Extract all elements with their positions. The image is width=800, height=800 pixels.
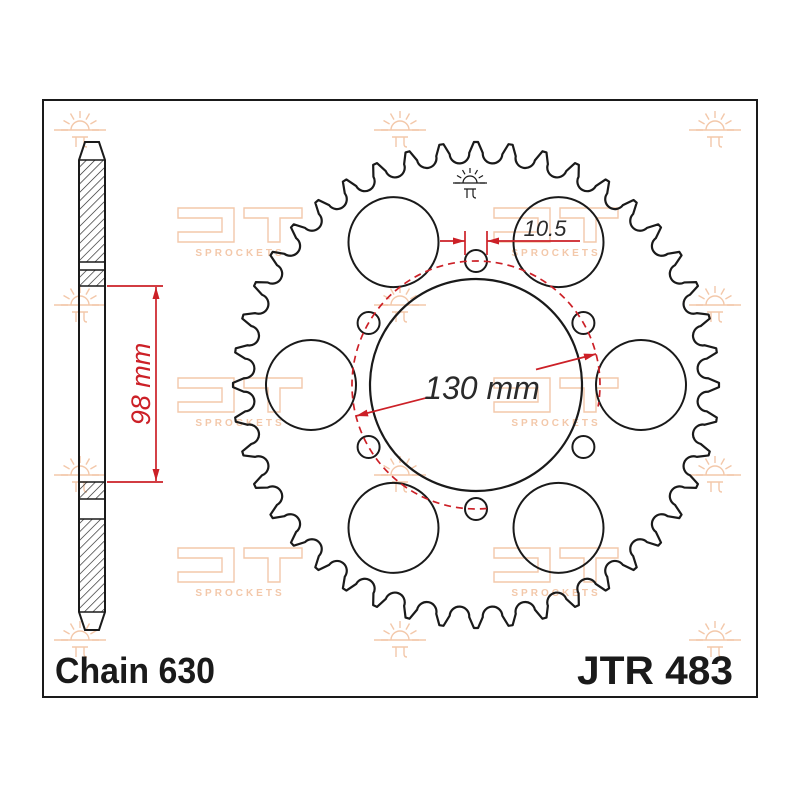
- sprocket-side-profile: [78, 141, 106, 631]
- watermark-brand-logo: SPROCKETS: [177, 547, 303, 599]
- logo-letter-t: [559, 377, 619, 413]
- sun-base: [689, 639, 741, 658]
- bolt-hole: [356, 435, 381, 459]
- lightening-hole: [347, 196, 440, 289]
- logo-letter-t: [559, 547, 619, 583]
- logo-letter-j: [493, 377, 551, 413]
- watermark-brand-logo: SPROCKETS: [177, 207, 303, 259]
- logo-letter-j: [177, 547, 235, 583]
- watermark-brand-text: SPROCKETS: [195, 248, 284, 259]
- watermark-sun-icon: [689, 286, 741, 323]
- watermark-brand-logo: SPROCKETS: [493, 207, 619, 259]
- sprocket-teeth-outline: [231, 140, 721, 630]
- sun-base: [374, 304, 426, 323]
- bolt-hole: [571, 311, 596, 335]
- pcd-dimension-line-left: [355, 396, 429, 417]
- center-bore: [368, 277, 584, 493]
- lightening-hole: [512, 481, 605, 574]
- sun-base: [374, 639, 426, 658]
- watermark-brand-text: SPROCKETS: [195, 588, 284, 599]
- bolt-hole: [571, 435, 596, 459]
- sun-arc: [390, 630, 410, 641]
- part-number: JTR 483: [577, 649, 733, 693]
- chain-label: Chain 630: [55, 650, 215, 691]
- sun-arc: [70, 630, 90, 641]
- bolt-hole: [356, 311, 381, 335]
- lightening-hole: [265, 339, 357, 431]
- sun-arc: [705, 295, 725, 306]
- bolt-hole-dimension: 10.5: [440, 216, 580, 255]
- profile-hatch-hub-top: [79, 270, 105, 286]
- sun-base: [54, 639, 106, 658]
- drawing-frame: [42, 99, 758, 698]
- profile-hatch-bottom: [79, 519, 105, 612]
- sun-arc: [390, 295, 410, 306]
- profile-section-lines: [79, 159, 105, 613]
- watermark-sun-icon: [54, 111, 106, 148]
- logo-letter-j: [177, 207, 235, 243]
- lightening-hole: [347, 481, 440, 574]
- sun-base: [374, 474, 426, 493]
- watermark-brand-text: SPROCKETS: [511, 248, 600, 259]
- watermark-sun-icon: [54, 621, 106, 658]
- sun-arc: [390, 465, 410, 476]
- logo-letter-j: [493, 547, 551, 583]
- watermark-brand-text: SPROCKETS: [511, 418, 600, 429]
- watermark-sun-icon: [689, 456, 741, 493]
- pcd-dimension: 130 mm: [351, 260, 601, 510]
- sun-arc: [70, 120, 90, 131]
- watermark-sun-icon: [374, 111, 426, 148]
- pcd-dashed-circle: [351, 260, 601, 510]
- logo-letter-t: [559, 207, 619, 243]
- lightening-hole: [595, 339, 687, 431]
- watermark-sun-icon: [374, 621, 426, 658]
- logo-letter-t: [243, 547, 303, 583]
- sun-arc: [705, 120, 725, 131]
- logo-letter-j: [177, 377, 235, 413]
- watermark-brand-logo: SPROCKETS: [493, 377, 619, 429]
- lightening-hole: [512, 196, 605, 289]
- watermark-sun-icon: [689, 111, 741, 148]
- logo-letter-j: [493, 207, 551, 243]
- sun-arc: [705, 630, 725, 641]
- sprocket-face: [231, 140, 721, 630]
- logo-letter-t: [243, 207, 303, 243]
- profile-hatch-hub-bottom: [79, 482, 105, 499]
- sun-base: [689, 304, 741, 323]
- logo-letter-t: [243, 377, 303, 413]
- pcd-label: 130 mm: [424, 370, 540, 406]
- profile-outline: [78, 141, 106, 631]
- pcd-dimension-line-right: [535, 353, 597, 371]
- hub-width-dimension: 98 mm: [107, 285, 163, 483]
- watermark-sun-icon: [689, 621, 741, 658]
- bolt-hole: [464, 497, 488, 521]
- sun-base: [374, 129, 426, 148]
- jt-sun-logo-icon: [453, 168, 487, 199]
- sun-base: [54, 129, 106, 148]
- sun-arc: [705, 465, 725, 476]
- hub-width-label: 98 mm: [126, 343, 156, 426]
- sun-base: [689, 474, 741, 493]
- sun-base: [689, 129, 741, 148]
- profile-hatch-top: [79, 160, 105, 262]
- lightening-holes: [265, 196, 687, 574]
- bolt-hole-label: 10.5: [524, 216, 568, 241]
- sun-arc: [390, 120, 410, 131]
